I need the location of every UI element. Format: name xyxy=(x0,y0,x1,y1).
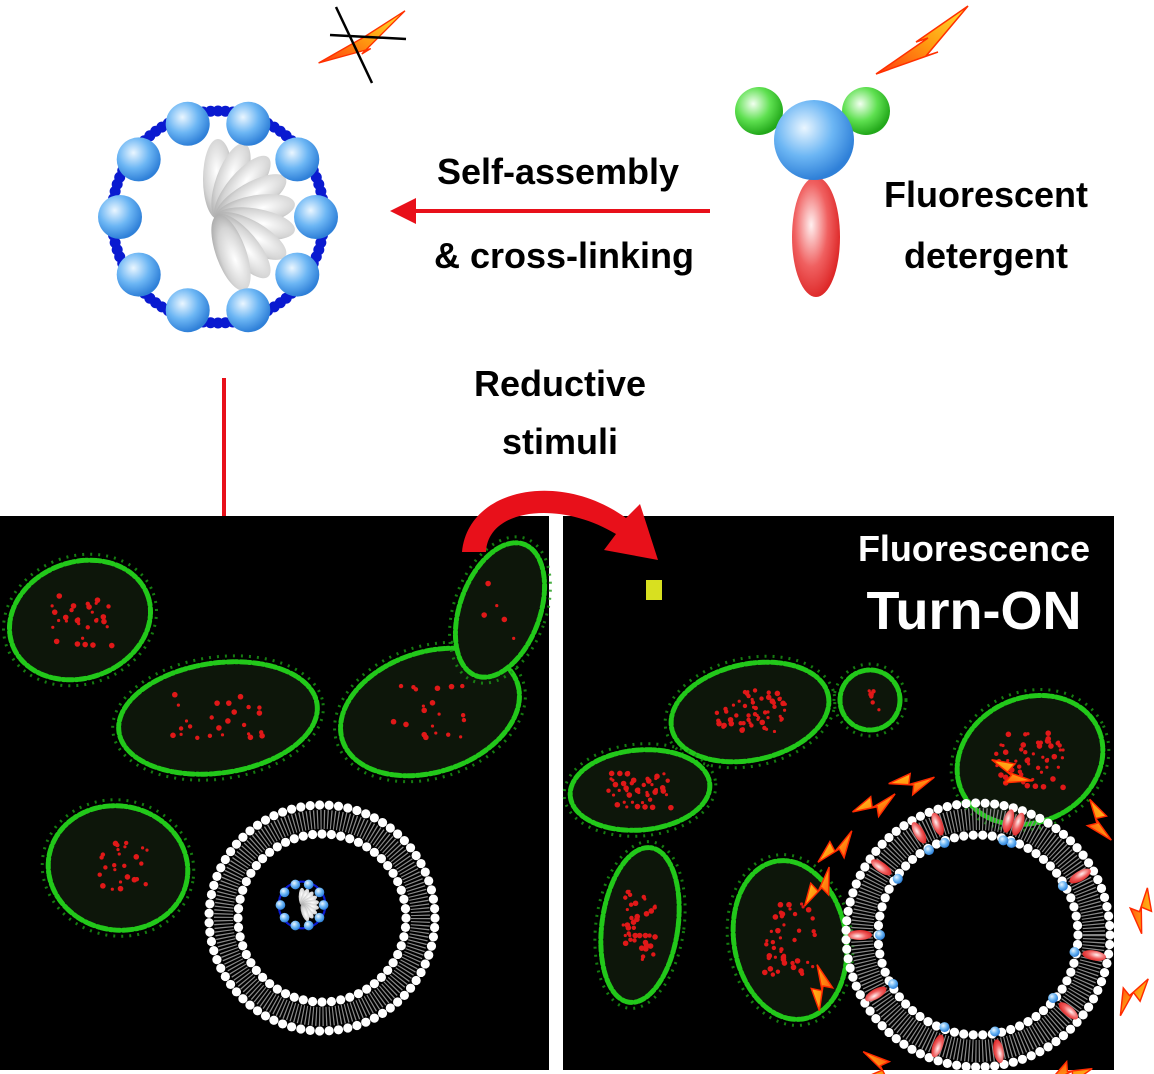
micelle-part xyxy=(314,887,325,898)
crossed-out-lightning-icon xyxy=(318,6,407,84)
vesicle-with-micelle-inset xyxy=(204,800,440,1036)
micelle-part xyxy=(290,879,301,890)
turn-on-label: Turn-ON xyxy=(866,581,1082,641)
detergent-label-line2: detergent xyxy=(903,235,1069,276)
cross-linking-label: & cross-linking xyxy=(433,235,695,276)
fluorescent-detergent-molecule xyxy=(735,87,890,297)
micelle-part xyxy=(290,920,301,931)
fluorescent-particle xyxy=(646,580,662,600)
self-assembly-label: Self-assembly xyxy=(436,151,680,192)
detergent-label-line1: Fluorescent xyxy=(883,174,1089,215)
crosslinked-micelle xyxy=(98,101,338,333)
stimuli-label: stimuli xyxy=(501,421,618,462)
micelle-shell xyxy=(98,101,338,333)
turn-on-caption-box: Fluorescence Turn-ON xyxy=(835,516,1113,659)
micelle-part xyxy=(275,900,286,910)
micelle-part xyxy=(300,904,310,922)
reductive-label: Reductive xyxy=(473,363,647,404)
micelle-part xyxy=(303,879,314,890)
fluorescence-label: Fluorescence xyxy=(857,528,1091,569)
micelle-part xyxy=(279,912,290,923)
reductive-stimuli-arrow xyxy=(462,490,658,560)
micelle-part xyxy=(318,900,329,910)
vesicle-with-detergent-inset xyxy=(793,746,1154,1074)
micelle-part xyxy=(314,912,325,923)
micelle-core xyxy=(203,139,295,291)
micelle-part xyxy=(279,887,290,898)
cell-image-before xyxy=(0,516,552,1070)
lightning-bolt-icon xyxy=(875,5,969,75)
self-assembly-arrow xyxy=(390,198,710,224)
micelle-part xyxy=(303,920,314,931)
